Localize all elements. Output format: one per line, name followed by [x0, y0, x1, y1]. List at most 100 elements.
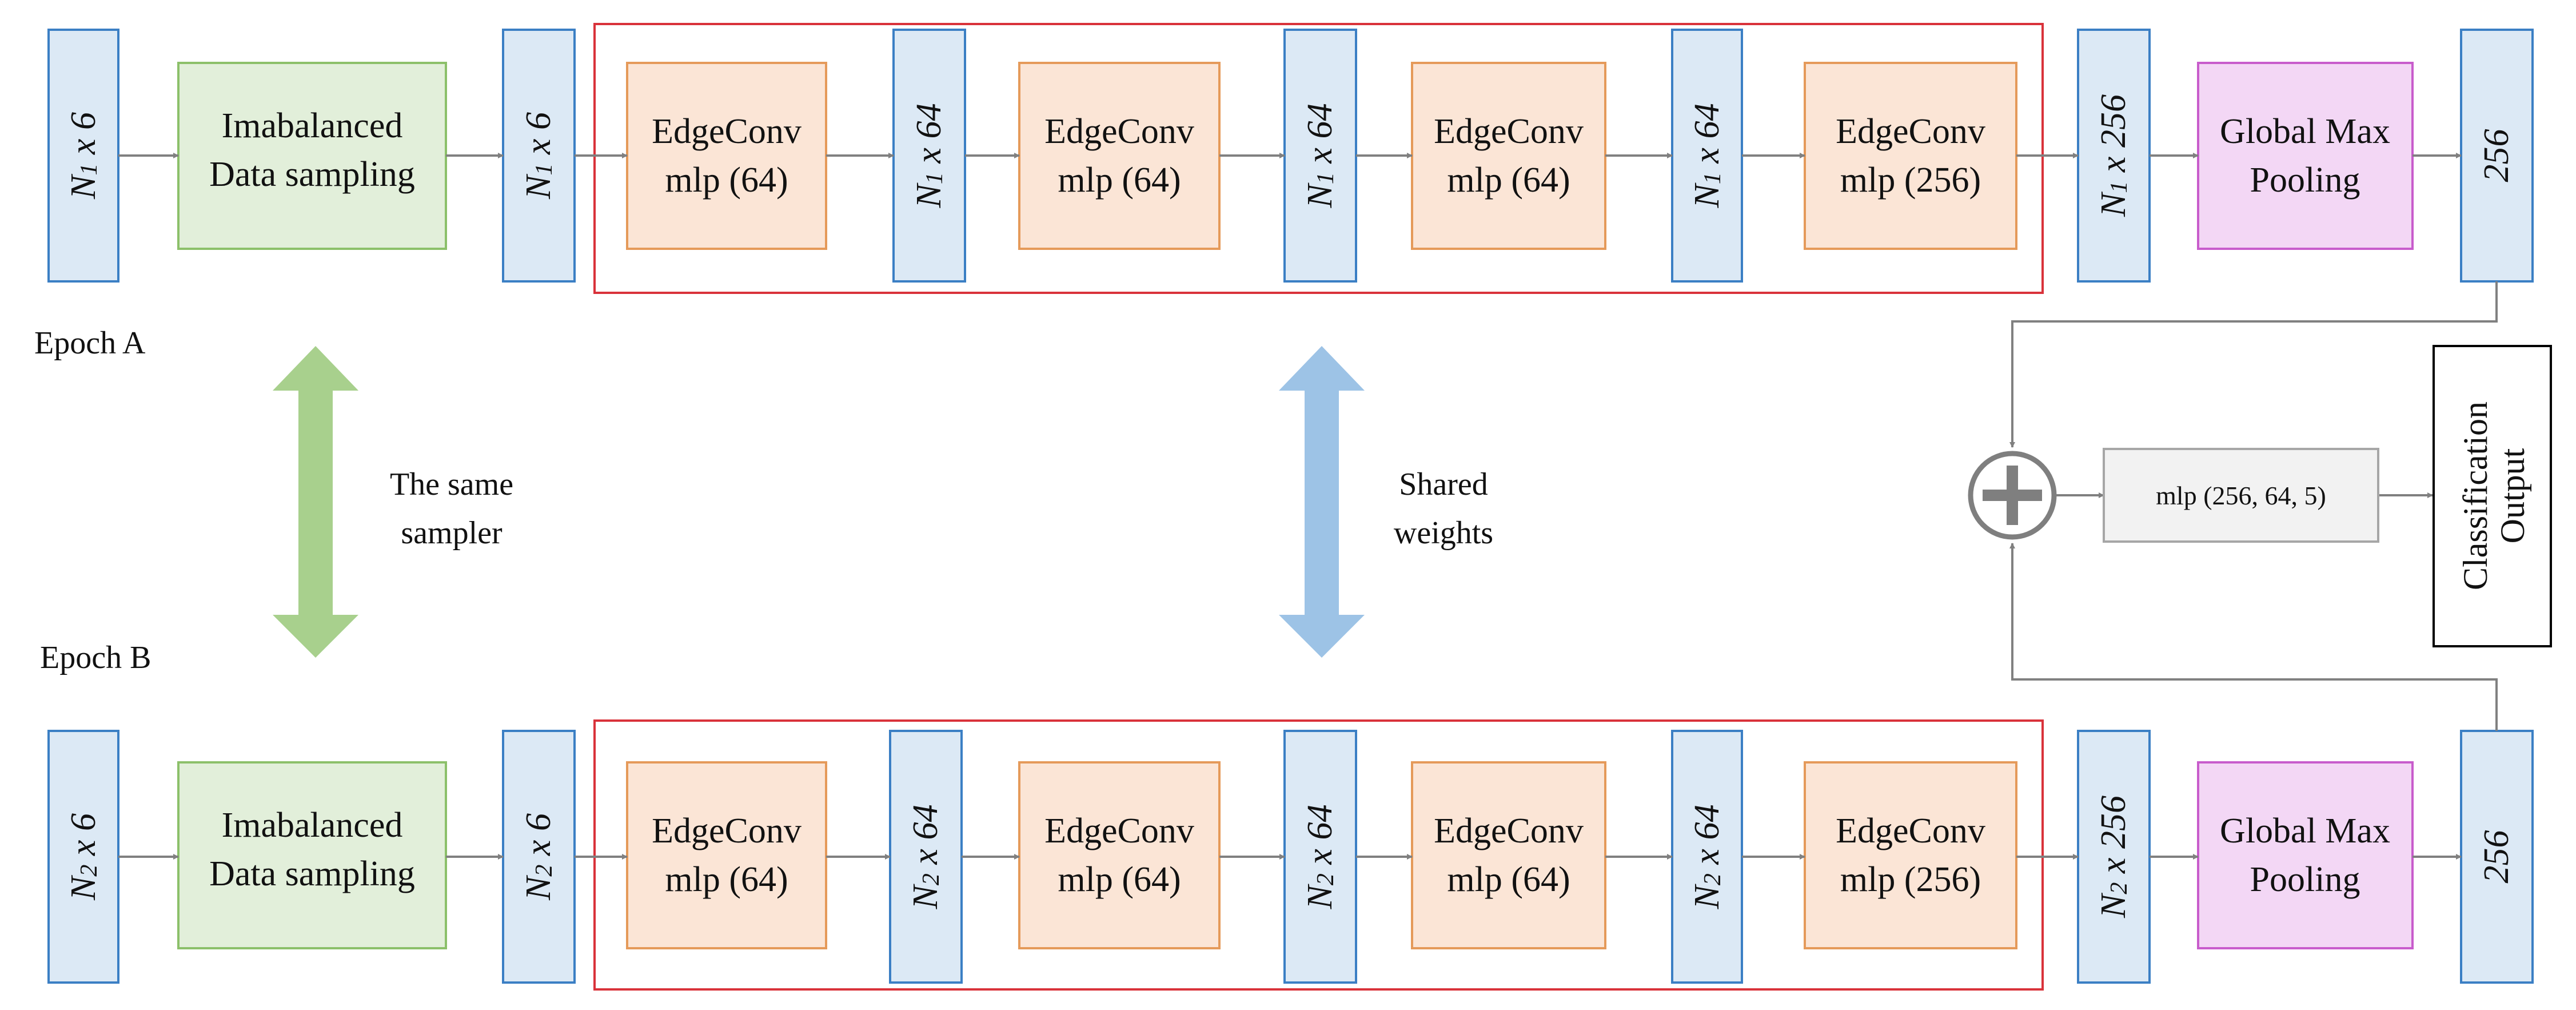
branch-a-edgeconv-4-mlp: mlp (256)	[1840, 161, 1981, 200]
branch-b-pooling-line2: Pooling	[2250, 860, 2360, 899]
branch-a-pooling-line1: Global Max	[2220, 112, 2390, 151]
epoch-a-label: Epoch A	[34, 325, 146, 361]
branch-b-global-feature-dim: 256	[2477, 830, 2516, 884]
branch-b-edgeconv-4-title: EdgeConv	[1836, 812, 1985, 850]
svg-text:N1 x 64: N1 x 64	[910, 104, 948, 209]
branch-b-edgeconv-2: EdgeConv mlp (64)	[1018, 761, 1221, 949]
same-sampler-line1: The same	[390, 467, 513, 502]
branch-a-feature-1: N1 x 64	[892, 29, 966, 283]
branch-a-edgeconv-3-mlp: mlp (64)	[1447, 161, 1570, 200]
branch-b-feature-1-var: N	[906, 883, 945, 909]
branch-b-sampled-var: N	[519, 874, 558, 901]
branch-b-input-dim: x 6	[64, 813, 103, 865]
branch-b-edgeconv-4: EdgeConv mlp (256)	[1804, 761, 2017, 949]
shared-weights-line1: Shared	[1399, 467, 1488, 502]
branch-a-edgeconv-1-mlp: mlp (64)	[665, 161, 788, 200]
branch-a-feature-2-sub: 1	[1313, 172, 1339, 184]
branch-a-edgeconv-group	[593, 23, 2044, 294]
branch-b-edgeconv-group	[593, 719, 2044, 991]
classification-output-line1: Classification	[2457, 401, 2494, 590]
branch-b-feature-3: N2 x 64	[1671, 730, 1743, 984]
branch-a: N1 x 6 Imabalanced Data sampling N1 x 6 …	[47, 23, 2534, 294]
svg-text:256: 256	[2477, 830, 2516, 884]
branch-b-feature-1: N2 x 64	[889, 730, 963, 984]
shared-weights-double-arrow-icon	[1279, 346, 1365, 658]
svg-text:N1 x 256: N1 x 256	[2094, 94, 2133, 217]
branch-a-edgeconv-1-title: EdgeConv	[652, 112, 801, 151]
branch-b-edgeconv-2-title: EdgeConv	[1044, 812, 1194, 850]
svg-text:N1 x 6: N1 x 6	[519, 112, 558, 200]
branch-a-global-feature: 256	[2460, 29, 2534, 283]
branch-b-input-sub: 2	[76, 865, 102, 877]
branch-b-feature-2-var: N	[1301, 883, 1339, 909]
branch-b: N2 x 6 Imabalanced Data sampling N2 x 6 …	[47, 719, 2534, 991]
branch-a-feature-4-dim: x 256	[2094, 94, 2133, 181]
branch-a-feature-4: N1 x 256	[2077, 29, 2151, 283]
branch-a-feature-2: N1 x 64	[1283, 29, 1357, 283]
epoch-b-label: Epoch B	[40, 640, 151, 675]
branch-a-sampling-line2: Data sampling	[209, 155, 415, 194]
svg-text:N2 x 64: N2 x 64	[1688, 805, 1726, 910]
classification-output: Classification Output	[2433, 345, 2552, 647]
branch-b-sampling-line1: Imabalanced	[222, 806, 403, 845]
branch-b-feature-3-dim: x 64	[1688, 805, 1726, 874]
branch-b-sampling: Imabalanced Data sampling	[177, 761, 447, 949]
branch-b-sampled-sub: 2	[531, 865, 557, 877]
branch-b-edgeconv-3-title: EdgeConv	[1434, 812, 1584, 850]
branch-b-input: N2 x 6	[47, 730, 119, 984]
branch-a-feature-1-var: N	[910, 182, 948, 208]
branch-a-sampling-line1: Imabalanced	[222, 106, 403, 145]
branch-b-feature-1-dim: x 64	[906, 805, 945, 874]
branch-a-feature-4-sub: 1	[2106, 181, 2132, 193]
branch-b-feature-2-dim: x 64	[1301, 805, 1339, 874]
branch-a-pooling: Global Max Pooling	[2197, 62, 2414, 250]
branch-b-edgeconv-4-mlp: mlp (256)	[1840, 860, 1981, 899]
branch-a-edgeconv-3-title: EdgeConv	[1434, 112, 1584, 151]
branch-b-edgeconv-1-mlp: mlp (64)	[665, 860, 788, 899]
branch-a-sampling: Imabalanced Data sampling	[177, 62, 447, 250]
sum-operator-icon	[1968, 451, 2057, 540]
svg-text:N1 x 6: N1 x 6	[64, 112, 103, 200]
same-sampler-double-arrow-icon	[273, 346, 358, 658]
branch-a-input-dim: x 6	[64, 112, 103, 164]
svg-text:N2 x 64: N2 x 64	[906, 805, 945, 910]
same-sampler-line2: sampler	[401, 515, 503, 551]
branch-a-global-feature-dim: 256	[2477, 129, 2516, 182]
branch-a-sampled: N1 x 6	[502, 29, 576, 283]
branch-a-sampled-sub: 1	[531, 164, 557, 176]
branch-b-sampling-line2: Data sampling	[209, 854, 415, 893]
branch-b-edgeconv-3: EdgeConv mlp (64)	[1411, 761, 1606, 949]
branch-a-edgeconv-1: EdgeConv mlp (64)	[626, 62, 827, 250]
branch-a-feature-2-dim: x 64	[1301, 104, 1339, 173]
branch-b-feature-4-var: N	[2094, 892, 2133, 918]
svg-text:N2 x 64: N2 x 64	[1301, 805, 1339, 910]
branch-a-edgeconv-4-title: EdgeConv	[1836, 112, 1985, 151]
branch-b-pooling: Global Max Pooling	[2197, 761, 2414, 949]
branch-b-sampled-dim: x 6	[519, 813, 558, 865]
branch-a-feature-1-dim: x 64	[910, 104, 948, 173]
branch-b-feature-3-sub: 2	[1700, 873, 1726, 885]
branch-a-input-sub: 1	[76, 164, 102, 176]
branch-a-input-var: N	[64, 173, 103, 200]
branch-a-edgeconv-2-title: EdgeConv	[1044, 112, 1194, 151]
shared-weights-line2: weights	[1394, 515, 1493, 551]
branch-b-feature-1-sub: 2	[918, 873, 944, 885]
branch-b-feature-3-var: N	[1688, 883, 1726, 909]
branch-a-edgeconv-4: EdgeConv mlp (256)	[1804, 62, 2017, 250]
branch-a-feature-3: N1 x 64	[1671, 29, 1743, 283]
svg-text:256: 256	[2477, 129, 2516, 182]
branch-a-feature-3-dim: x 64	[1688, 104, 1726, 173]
branch-b-feature-2: N2 x 64	[1283, 730, 1357, 984]
branch-a-feature-1-sub: 1	[922, 172, 948, 184]
branch-b-edgeconv-1: EdgeConv mlp (64)	[626, 761, 827, 949]
branch-b-feature-2-sub: 2	[1313, 873, 1339, 885]
branch-b-sampled: N2 x 6	[502, 730, 576, 984]
branch-b-pooling-line1: Global Max	[2220, 812, 2390, 850]
branch-a-edgeconv-3: EdgeConv mlp (64)	[1411, 62, 1606, 250]
classifier-mlp-label: mlp (256, 64, 5)	[2156, 481, 2326, 510]
branch-a-edgeconv-2-mlp: mlp (64)	[1058, 161, 1181, 200]
branch-a-input: N1 x 6	[47, 29, 119, 283]
branch-b-edgeconv-3-mlp: mlp (64)	[1447, 860, 1570, 899]
branch-b-feature-4-dim: x 256	[2094, 796, 2133, 882]
classifier-mlp: mlp (256, 64, 5)	[2103, 448, 2379, 543]
